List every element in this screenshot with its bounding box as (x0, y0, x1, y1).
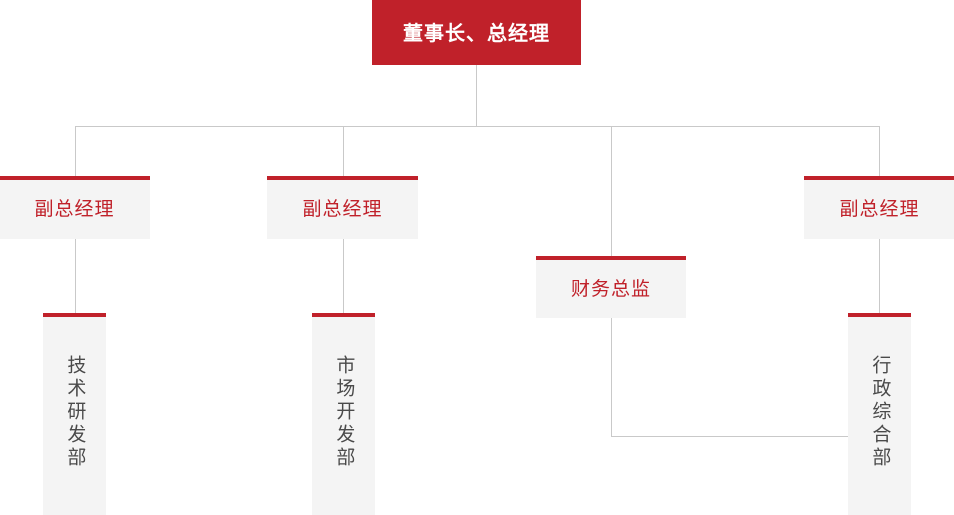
connector-vp-tech-to-dept (75, 239, 76, 314)
connector-cfo-elbow-horizontal (611, 436, 849, 437)
node-dept-market[interactable]: 市场开发部 (312, 313, 375, 515)
connector-drop-vp-market (343, 126, 344, 180)
node-cfo-label: 财务总监 (570, 277, 651, 300)
node-dept-market-label: 市场开发部 (333, 355, 356, 470)
connector-vp-admin-to-dept (879, 239, 880, 314)
node-vp-tech[interactable]: 副总经理 (0, 176, 150, 239)
node-chairman[interactable]: 董事长、总经理 (372, 0, 581, 65)
connector-distribution-bar (75, 126, 880, 127)
connector-chairman-stem (476, 65, 477, 127)
node-vp-market[interactable]: 副总经理 (267, 176, 418, 239)
connector-vp-market-to-dept (343, 239, 344, 314)
node-vp-admin[interactable]: 副总经理 (804, 176, 954, 239)
node-vp-tech-label: 副总经理 (34, 198, 115, 220)
node-dept-tech-label: 技术研发部 (64, 355, 87, 470)
node-dept-tech[interactable]: 技术研发部 (43, 313, 106, 515)
connector-drop-vp-tech (75, 126, 76, 180)
node-dept-admin[interactable]: 行政综合部 (848, 313, 911, 515)
connector-drop-vp-admin (879, 126, 880, 180)
node-chairman-label: 董事长、总经理 (403, 20, 550, 45)
node-vp-admin-label: 副总经理 (839, 198, 920, 220)
node-vp-market-label: 副总经理 (302, 198, 383, 220)
node-cfo[interactable]: 财务总监 (536, 256, 686, 318)
connector-cfo-elbow-vertical (611, 318, 612, 436)
connector-drop-cfo (611, 126, 612, 256)
node-dept-admin-label: 行政综合部 (869, 355, 892, 470)
